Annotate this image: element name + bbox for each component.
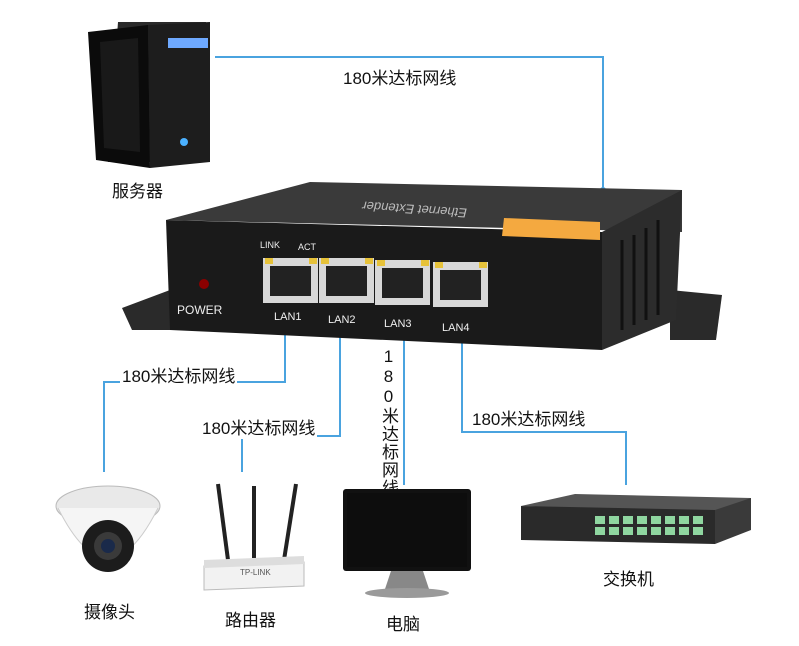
port-lan1: LAN1 [274,311,302,323]
cable-label-server: 180米达标网线 [341,64,459,89]
act-label: ACT [298,242,316,252]
router-brand: TP-LINK [240,568,271,577]
port-lan4: LAN4 [442,322,470,334]
port-lan3: LAN3 [384,318,412,330]
computer-label: 电脑 [386,615,420,634]
link-label: LINK [260,240,281,250]
router-label: 路由器 [225,611,276,630]
router-image: TP-LINK [200,482,308,594]
server-label: 服务器 [112,182,163,201]
cable-label-switch: 180米达标网线 [470,405,588,430]
switch-label: 交换机 [603,570,654,589]
ethernet-extender: Ethernet Extender POWER LINK ACT LAN1 LA… [122,180,722,370]
cable-label-router: 180米达标网线 [200,414,318,439]
computer-image [341,487,473,601]
cable-label-computer: 180米达标网线 [376,347,401,497]
power-label: POWER [177,303,223,317]
switch-image [515,494,751,550]
port-lan2: LAN2 [328,314,356,326]
camera-image [53,478,163,590]
server-image [88,22,218,170]
cable-label-camera: 180米达标网线 [120,362,238,387]
camera-label: 摄像头 [84,603,135,622]
